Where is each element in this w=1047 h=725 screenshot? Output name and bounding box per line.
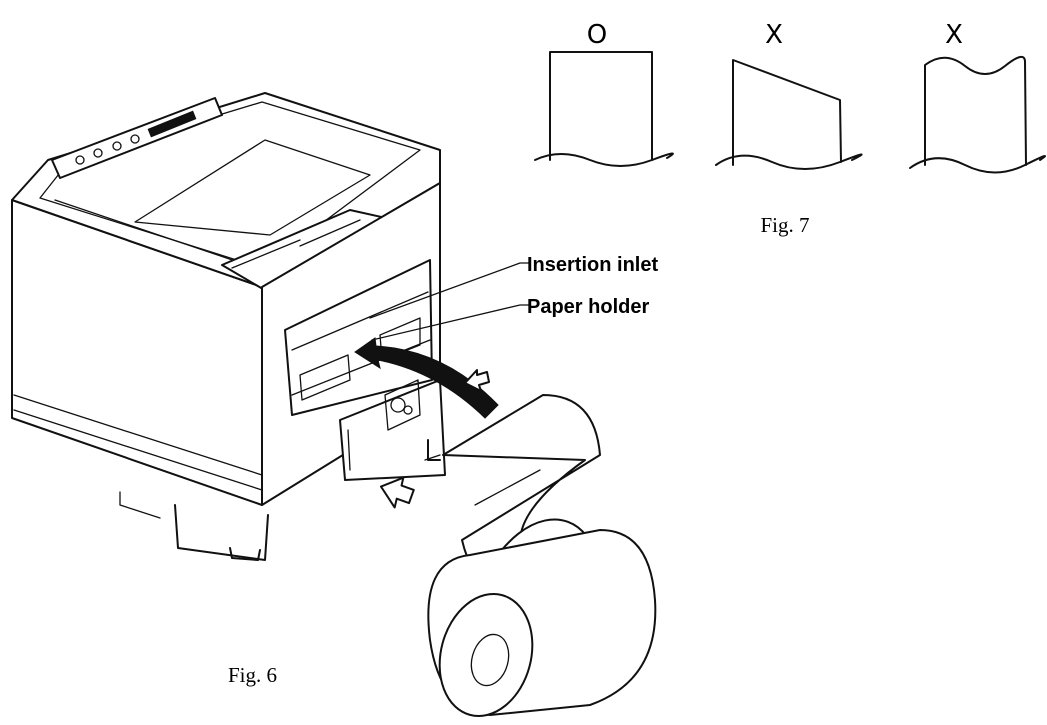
paper-roll-illustration (427, 394, 657, 718)
fig7-mark-ng-2: X (945, 20, 963, 50)
paper-edge-slanted (715, 59, 863, 170)
printer-illustration (11, 92, 446, 561)
push-arrow-icon (379, 476, 415, 509)
fig7-mark-ok: O (587, 20, 607, 50)
paper-edge-wavy (909, 55, 1046, 174)
paper-edge-correct (534, 51, 674, 167)
paper-holder-label: Paper holder (527, 296, 649, 318)
fig6-caption: Fig. 6 (228, 663, 277, 687)
insertion-arrow-icon (354, 337, 499, 419)
slide-arrow-icon (464, 369, 490, 392)
insertion-inlet-label: Insertion inlet (527, 254, 658, 276)
fig7-mark-ng-1: X (765, 20, 783, 50)
fig7-caption: Fig. 7 (760, 213, 809, 237)
